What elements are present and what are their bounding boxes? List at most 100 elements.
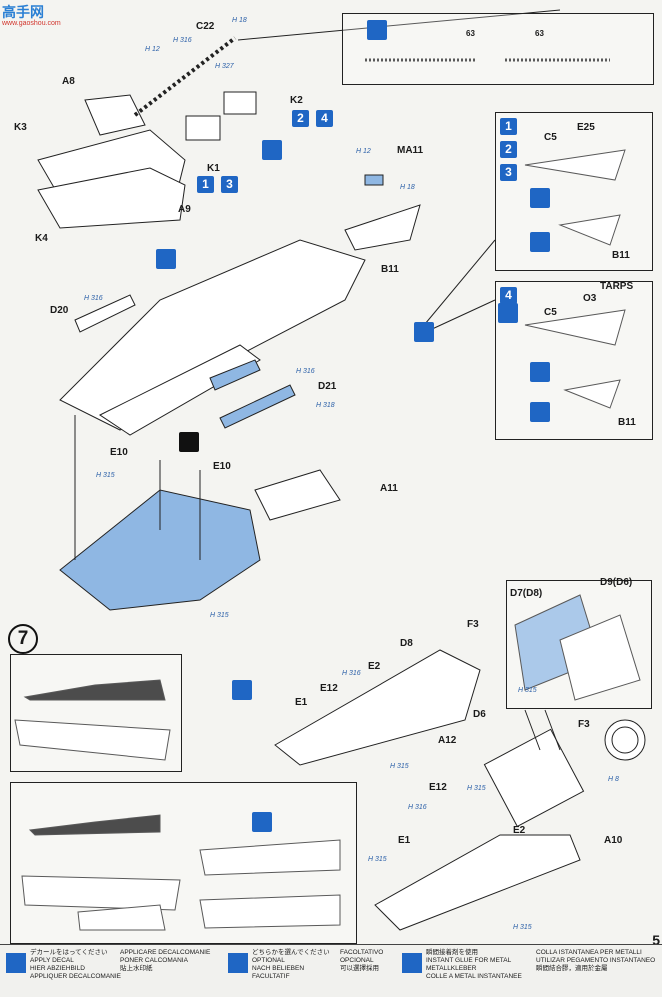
part-label: A9 (178, 204, 191, 215)
watermark-logo: 高手网 (2, 4, 44, 20)
part-label: MA11 (397, 145, 424, 156)
inset-versions-1-2-3 (495, 112, 653, 271)
part-label: D6 (473, 709, 486, 720)
part-label: A12 (438, 735, 457, 746)
decal-number: 63 (535, 29, 544, 38)
part-label: K1 (207, 163, 220, 174)
part-label: D21 (318, 381, 337, 392)
part-label: B11 (612, 250, 630, 261)
metal-glue-icon (402, 953, 422, 973)
h-mark: H 316 (173, 37, 192, 44)
h-mark: H 316 (84, 295, 103, 302)
h-mark: H 315 (513, 924, 532, 931)
part-label: E2 (513, 825, 526, 836)
version-badge: 2 (292, 110, 309, 127)
h-mark: H 315 (368, 856, 387, 863)
part-label: E10 (213, 461, 231, 472)
optional-icon (414, 322, 434, 342)
step7-inset-a (10, 654, 182, 772)
part-label: A11 (380, 483, 398, 494)
part-label: A10 (604, 835, 623, 846)
part-label: D8 (400, 638, 413, 649)
part-a11 (254, 469, 341, 521)
watermark-url: www.gaoshou.com (2, 20, 61, 27)
part-label: B11 (618, 417, 636, 428)
version-badge: 4 (316, 110, 333, 127)
apply-decal-icon (367, 20, 387, 40)
part-label: E10 (110, 447, 128, 458)
part-label: D9(D6) (600, 577, 633, 588)
h-mark: H 8 (608, 776, 619, 783)
inset-d7-d9 (506, 580, 652, 709)
part-label: E2 (368, 661, 381, 672)
h-mark: H 318 (316, 402, 335, 409)
optional-icon (228, 953, 248, 973)
h-mark: H 316 (296, 368, 315, 375)
part-label: E12 (320, 683, 338, 694)
h-mark: H 18 (400, 184, 415, 191)
h-mark: H 315 (210, 612, 229, 619)
glue-icon (252, 812, 272, 832)
glue-icon (530, 188, 550, 208)
part-label: D20 (50, 305, 69, 316)
glue-icon (156, 249, 176, 269)
h-mark: H 12 (145, 46, 160, 53)
part-label: B11 (381, 264, 399, 275)
h-mark: H 18 (232, 17, 247, 24)
part-label: E25 (577, 122, 595, 133)
part-label: A8 (62, 76, 75, 87)
part-a10 (374, 834, 581, 931)
part-label: C22 (196, 21, 215, 32)
part-d8-d6 (274, 649, 481, 766)
version-4-icon (498, 303, 518, 323)
version-badge: 1 (500, 118, 517, 135)
h-mark: H 315 (467, 785, 486, 792)
h-mark: H 315 (96, 472, 115, 479)
part-k4 (37, 167, 186, 229)
optional-icon (232, 680, 252, 700)
glue-icon (530, 402, 550, 422)
h-mark: H 316 (408, 804, 427, 811)
h-mark: H 12 (356, 148, 371, 155)
h-mark: H 315 (390, 763, 409, 770)
assembly-drawing (14, 9, 646, 931)
part-label: O3 (583, 293, 597, 304)
part-label: TARPS (600, 281, 634, 292)
glue-icon (530, 232, 550, 252)
step7-inset-b (10, 782, 357, 944)
part-label: E12 (429, 782, 447, 793)
glue-icon (530, 362, 550, 382)
part-k2 (223, 91, 257, 115)
apply-decal-icon (6, 953, 26, 973)
part-label: K3 (14, 122, 27, 133)
version-badge: 1 (197, 176, 214, 193)
part-label: K2 (290, 95, 303, 106)
part-label: K4 (35, 233, 48, 244)
part-label: C5 (544, 307, 557, 318)
black-glue-icon (179, 432, 199, 452)
decal-number: 63 (466, 29, 475, 38)
part-label: F3 (578, 719, 590, 730)
inset-version-4 (495, 281, 653, 440)
h-mark: H 327 (215, 63, 234, 70)
part-k1 (185, 115, 221, 141)
part-ma11 (344, 204, 421, 251)
part-label: D7(D8) (510, 588, 543, 599)
step-number: 7 (8, 624, 38, 654)
part-label: E1 (398, 835, 411, 846)
h-mark: H 316 (342, 670, 361, 677)
decal-inset (342, 13, 654, 85)
version-badge: 3 (500, 164, 517, 181)
metal-glue-icon (262, 140, 282, 160)
h-mark: H 315 (518, 687, 537, 694)
version-badge: 2 (500, 141, 517, 158)
version-badge: 4 (500, 287, 517, 304)
